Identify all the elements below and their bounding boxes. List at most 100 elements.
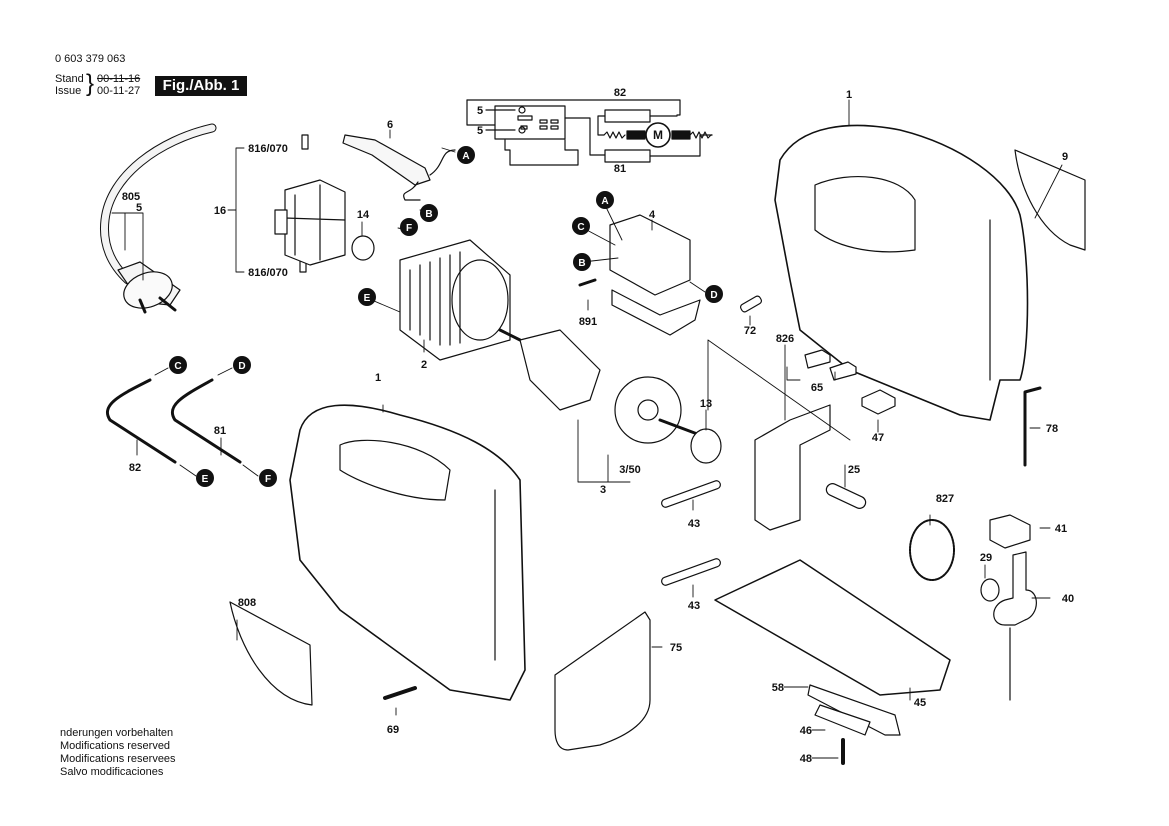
label-3: 3 bbox=[600, 484, 606, 496]
splinter-guard-75 bbox=[554, 611, 651, 751]
connector-e-top: E bbox=[358, 288, 376, 306]
label-9: 9 bbox=[1062, 151, 1068, 163]
label-827: 827 bbox=[936, 493, 954, 505]
label-826: 826 bbox=[776, 333, 794, 345]
label-58: 58 bbox=[772, 682, 784, 694]
issue-label: Issue bbox=[55, 85, 82, 97]
switch bbox=[578, 214, 701, 336]
connector-e-wire: E bbox=[196, 469, 214, 487]
label-2: 2 bbox=[421, 359, 427, 371]
nut-47 bbox=[861, 389, 896, 415]
label-81-wire: 81 bbox=[214, 425, 226, 437]
notice-es: Salvo modificaciones bbox=[60, 766, 164, 778]
label-43-b: 43 bbox=[688, 600, 700, 612]
label-3-50: 3/50 bbox=[619, 464, 640, 476]
notice-en: Modifications reserved bbox=[60, 740, 171, 752]
label-1-left: 1 bbox=[375, 372, 381, 384]
terminal-5-b: 5 bbox=[477, 125, 483, 137]
stand-date: 00-11-16 bbox=[97, 73, 141, 85]
connector-a-top: A bbox=[457, 146, 475, 164]
issue-date: 00-11-27 bbox=[97, 85, 141, 97]
label-78: 78 bbox=[1046, 423, 1058, 435]
connector-a-label: A bbox=[462, 151, 469, 162]
label-69: 69 bbox=[387, 724, 399, 736]
connector-c-switch: C bbox=[572, 217, 590, 235]
wire-81 bbox=[171, 378, 242, 464]
connector-c2-label: C bbox=[174, 361, 181, 372]
leader-lines bbox=[111, 99, 1063, 759]
dust-shield-9 bbox=[1014, 149, 1086, 251]
slide-65-a bbox=[804, 349, 831, 369]
roller-guide-58 bbox=[807, 684, 901, 736]
label-40: 40 bbox=[1062, 593, 1074, 605]
roller-29 bbox=[980, 578, 1000, 602]
stand-label: Stand bbox=[55, 73, 84, 85]
label-805: 805 bbox=[122, 191, 140, 203]
connector-d2-label: D bbox=[238, 361, 245, 372]
notice-fr: Modifications reservees bbox=[60, 753, 176, 765]
hex-key-78 bbox=[1023, 386, 1042, 467]
label-82-wire: 82 bbox=[129, 462, 141, 474]
connector-c-label: C bbox=[577, 222, 584, 233]
label-75: 75 bbox=[670, 642, 682, 654]
label-48: 48 bbox=[800, 753, 812, 765]
label-16: 16 bbox=[214, 205, 226, 217]
slide-65-b bbox=[829, 361, 857, 381]
figure-label: Fig./Abb. 1 bbox=[155, 76, 247, 96]
connector-e-label: E bbox=[364, 293, 371, 304]
wiring-label-82: 82 bbox=[614, 87, 626, 99]
connector-f-top: F bbox=[400, 218, 418, 236]
connector-c-wire: C bbox=[169, 356, 187, 374]
housing-right-half bbox=[774, 124, 1029, 421]
gear-827 bbox=[909, 519, 955, 581]
label-46: 46 bbox=[800, 725, 812, 737]
label-29: 29 bbox=[980, 552, 992, 564]
label-5: 5 bbox=[136, 202, 142, 214]
wiring-label-81: 81 bbox=[614, 163, 626, 175]
label-891: 891 bbox=[579, 316, 597, 328]
bearing-13 bbox=[690, 428, 722, 464]
part-labels: 1 1 2 3 3/50 4 805 5 6 9 13 14 16 816/07… bbox=[122, 89, 1074, 765]
notice-de: nderungen vorbehalten bbox=[60, 727, 174, 739]
base-plate-45 bbox=[714, 559, 951, 696]
pin-25 bbox=[825, 483, 867, 509]
lever-41 bbox=[989, 514, 1031, 549]
label-816-070-top: 816/070 bbox=[248, 143, 288, 155]
connector-lines bbox=[154, 147, 706, 477]
connector-f-label: F bbox=[406, 223, 412, 234]
brace: } bbox=[86, 70, 95, 97]
connector-e2-label: E bbox=[202, 474, 209, 485]
power-cord bbox=[99, 123, 217, 314]
cord-sleeve bbox=[342, 134, 456, 201]
bushing-14 bbox=[351, 235, 375, 261]
connector-d-wire: D bbox=[233, 356, 251, 374]
motor-symbol: M bbox=[653, 128, 663, 142]
label-4: 4 bbox=[649, 209, 656, 221]
label-1-top: 1 bbox=[846, 89, 852, 101]
cover-808 bbox=[229, 601, 313, 706]
modifications-notice: nderungen vorbehalten Modifications rese… bbox=[60, 727, 176, 779]
connector-bubbles: A B F E A C B D C D E F bbox=[169, 146, 723, 487]
armature bbox=[498, 328, 702, 444]
connector-d-label: D bbox=[710, 290, 717, 301]
label-72: 72 bbox=[744, 325, 756, 337]
wiring-schematic bbox=[466, 99, 713, 166]
plunger-40 bbox=[993, 551, 1037, 701]
connector-b-top: B bbox=[420, 204, 438, 222]
connector-b-label: B bbox=[425, 209, 432, 220]
terminal-5-a: 5 bbox=[477, 105, 483, 117]
connector-f-wire: F bbox=[259, 469, 277, 487]
pin-43-a bbox=[661, 480, 721, 508]
part-number: 0 603 379 063 bbox=[55, 53, 126, 65]
connector-a-switch: A bbox=[596, 191, 614, 209]
label-41: 41 bbox=[1055, 523, 1067, 535]
label-43-a: 43 bbox=[688, 518, 700, 530]
label-65: 65 bbox=[811, 382, 823, 394]
connector-b-switch: B bbox=[573, 253, 591, 271]
pin-72 bbox=[739, 295, 763, 313]
plate-46 bbox=[814, 704, 871, 736]
label-25: 25 bbox=[848, 464, 860, 476]
label-816-070-bottom: 816/070 bbox=[248, 267, 288, 279]
field-coil bbox=[399, 239, 511, 361]
